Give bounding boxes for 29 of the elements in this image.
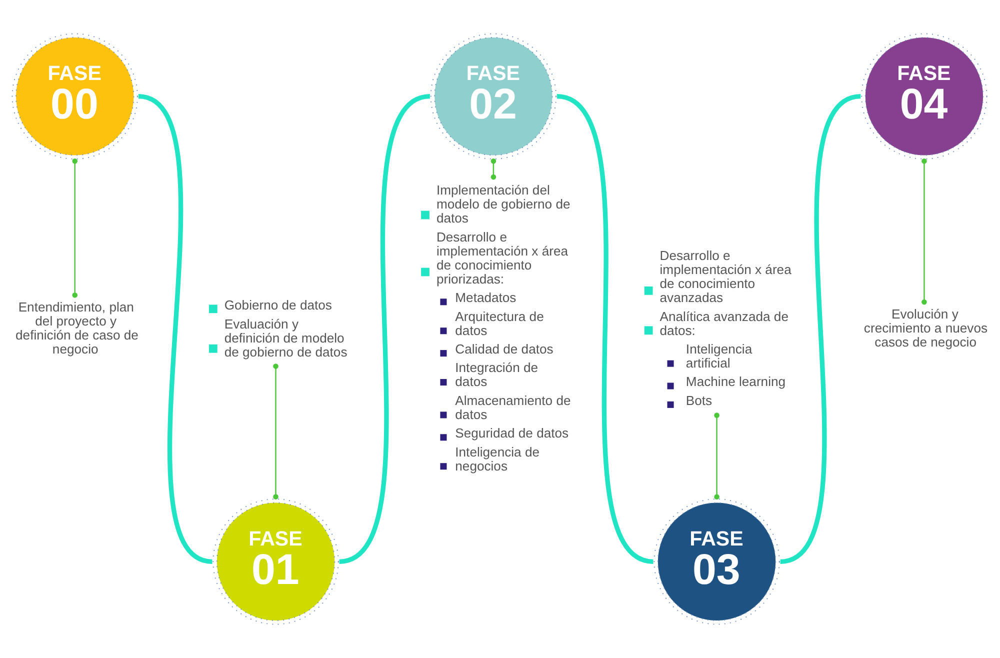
connector bbox=[556, 94, 654, 564]
connector bbox=[922, 158, 927, 305]
node-text: Evolución y crecimiento a nuevos casos de negocio bbox=[864, 306, 988, 350]
node-label: Metadatos bbox=[455, 290, 516, 306]
node-label: Arquitectura de datos bbox=[455, 308, 544, 338]
node-label: Bots bbox=[686, 392, 712, 408]
node-label: Almacenamiento de datos bbox=[455, 392, 571, 422]
node-label: Calidad de datos bbox=[455, 341, 554, 356]
node-label: Machine learning bbox=[686, 374, 786, 390]
node-label: Desarrollo e implementación x área de conocimiento priorizadas: bbox=[436, 229, 568, 286]
node-label: Analítica avanzada de datos: bbox=[660, 308, 788, 338]
node-circle: FASE 00 bbox=[12, 33, 138, 160]
node-label: Gobierno de datos bbox=[224, 298, 332, 313]
connector bbox=[490, 158, 496, 180]
node-label: Evaluación y definición de modelo de gobierno de datos bbox=[224, 316, 348, 360]
node-circle: FASE 04 bbox=[861, 33, 988, 160]
node-circle: FASE 03 bbox=[654, 498, 780, 625]
connector bbox=[273, 364, 278, 500]
node-label: Inteligencia artificial bbox=[686, 341, 752, 370]
node-label: Seguridad de datos bbox=[455, 426, 569, 441]
node-text: Entendimiento, plan del proyecto y definición de caso de negocio bbox=[16, 299, 138, 356]
node-circle: FASE 02 bbox=[430, 33, 557, 160]
node-label: Inteligencia de negocios bbox=[455, 444, 540, 474]
connector bbox=[714, 412, 720, 500]
connector bbox=[72, 158, 78, 298]
node-label: Integración de datos bbox=[455, 360, 538, 390]
node-label: Implementación del modelo de gobierno de datos bbox=[436, 182, 570, 226]
node-label: Desarrollo e implementación x área de conocimiento avanzadas bbox=[660, 248, 792, 306]
node-circle: FASE 01 bbox=[212, 498, 339, 625]
